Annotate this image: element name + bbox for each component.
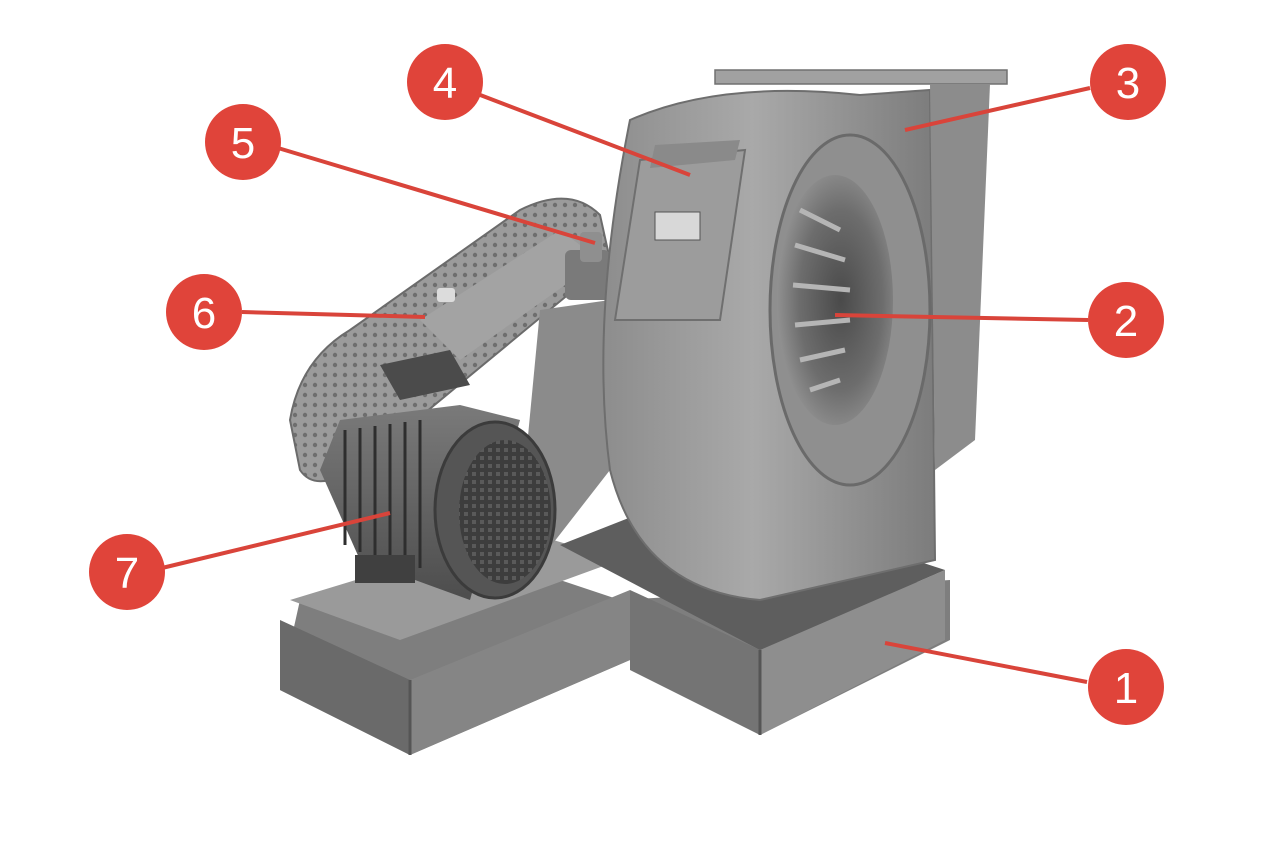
- callout-number: 7: [115, 549, 139, 598]
- leader-line-3: [904, 86, 1091, 132]
- leader-line-6: [241, 310, 426, 319]
- callout-marker: [205, 104, 281, 180]
- leader-line-4: [474, 91, 691, 177]
- callout-5: 5: [205, 104, 281, 180]
- leader-line-5: [277, 146, 596, 245]
- outlet-flange: [714, 69, 1008, 85]
- callout-marker: [166, 274, 242, 350]
- leader-lines: [161, 86, 1091, 684]
- callout-2: 2: [1088, 282, 1164, 358]
- callout-number: 2: [1114, 297, 1138, 346]
- callout-number: 5: [231, 119, 255, 168]
- leader-line-7: [161, 511, 391, 570]
- warning-label-icon: [437, 288, 455, 302]
- nameplate: [654, 211, 701, 241]
- callout-number: 4: [433, 59, 457, 108]
- callout-4: 4: [407, 44, 483, 120]
- callout-3: 3: [1090, 44, 1166, 120]
- callout-marker: [89, 534, 165, 610]
- callout-6: 6: [166, 274, 242, 350]
- inlet-impeller: [777, 175, 893, 425]
- terminal-box: [380, 350, 470, 400]
- belt-guard: [288, 197, 612, 483]
- callout-7: 7: [89, 534, 165, 610]
- leader-line-1: [884, 641, 1088, 684]
- callout-marker: [1090, 44, 1166, 120]
- callout-number: 1: [1114, 664, 1138, 713]
- callout-marker: [407, 44, 483, 120]
- callout-1: 1: [1088, 649, 1164, 725]
- callout-number: 6: [192, 289, 216, 338]
- callout-marker: [1088, 649, 1164, 725]
- electric-motor: [320, 350, 557, 600]
- inspection-door: [613, 140, 747, 321]
- leader-line-2: [834, 313, 1089, 322]
- callout-number: 3: [1116, 59, 1140, 108]
- callout-marker: [1088, 282, 1164, 358]
